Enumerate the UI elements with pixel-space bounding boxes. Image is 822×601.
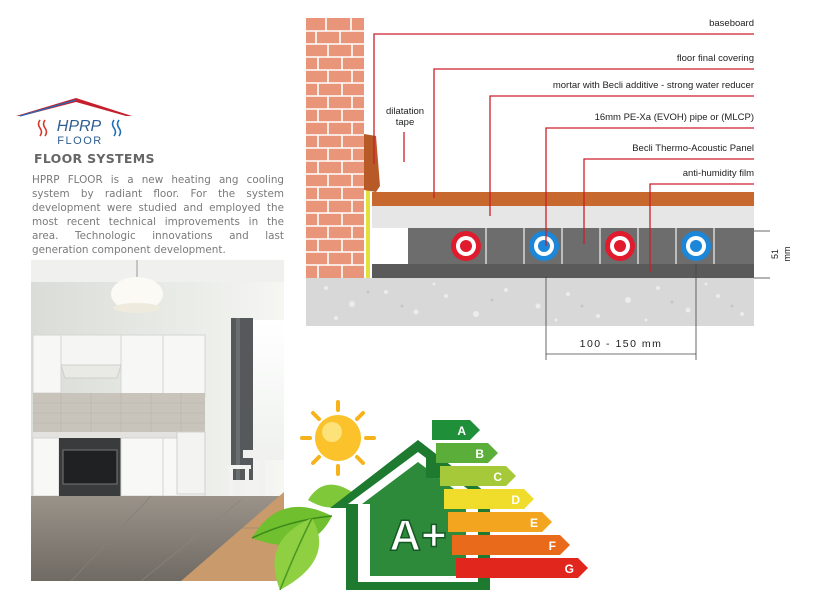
pendant-lamp-icon: [111, 277, 163, 311]
leaves-icon: [251, 484, 352, 591]
logo-sub-text: FLOOR: [57, 135, 102, 147]
floor-section-diagram: baseboard floor final covering mortar wi…: [306, 18, 792, 360]
floor-covering: [372, 192, 754, 206]
energy-class-label-e: E: [530, 516, 538, 530]
energy-class-label-g: G: [565, 562, 574, 576]
anti-humidity-film: [372, 264, 754, 278]
spacing-label: 100 - 150 mm: [580, 338, 663, 350]
label-pipe: 16mm PE-Xa (EVOH) pipe or (MLCP): [595, 112, 754, 123]
energy-class-bar-f: [452, 535, 570, 555]
logo-heat-waves-right-icon: [111, 119, 122, 137]
label-anti-humidity-film: anti-humidity film: [683, 168, 754, 179]
label-thermo-acoustic-panel: Becli Thermo-Acoustic Panel: [632, 143, 754, 154]
spacing-dimension: [545, 264, 697, 360]
thickness-value: 51: [770, 249, 780, 259]
thickness-unit: mm: [782, 247, 792, 262]
energy-class-label-c: C: [493, 470, 502, 484]
hot-pipe: [451, 231, 481, 261]
cold-pipe: [681, 231, 711, 261]
energy-class-bar-g: [456, 558, 588, 578]
leader-lines: [373, 33, 754, 272]
intro-paragraph: HPRP FLOOR is a new heating ang cooling …: [32, 174, 284, 256]
label-mortar: mortar with Becli additive - strong wate…: [553, 80, 754, 91]
energy-class-label-a: A: [457, 424, 466, 438]
energy-class-label-d: D: [511, 493, 520, 507]
dilatation-tape: [366, 190, 370, 278]
cold-pipe: [529, 231, 559, 261]
energy-badge: A+: [389, 511, 446, 560]
energy-class-label-b: B: [475, 447, 484, 461]
logo-heat-waves-left-icon: [37, 119, 48, 137]
concrete-slab: [306, 278, 754, 326]
kitchen-photo: [31, 260, 284, 582]
hprp-floor-logo: HPRP FLOOR: [16, 98, 132, 147]
energy-class-bar-e: [448, 512, 552, 532]
baseboard: [364, 134, 380, 192]
logo-main-text: HPRP: [57, 118, 102, 135]
mortar-layer: [372, 206, 754, 228]
section-title: FLOOR SYSTEMS: [34, 151, 155, 166]
label-dilatation: dilatation: [386, 106, 424, 117]
label-tape: tape: [396, 117, 415, 128]
hot-pipe: [605, 231, 635, 261]
sun-icon: [300, 400, 376, 476]
energy-class-bar-c: [440, 466, 516, 486]
label-baseboard: baseboard: [709, 18, 754, 29]
label-floor-final-covering: floor final covering: [677, 53, 754, 64]
energy-class-bar-a: [432, 420, 480, 440]
energy-class-label-f: F: [549, 539, 556, 553]
energy-class-bar-b: [436, 443, 498, 463]
energy-class-bar-d: [444, 489, 534, 509]
thickness-dimension: [754, 230, 770, 279]
